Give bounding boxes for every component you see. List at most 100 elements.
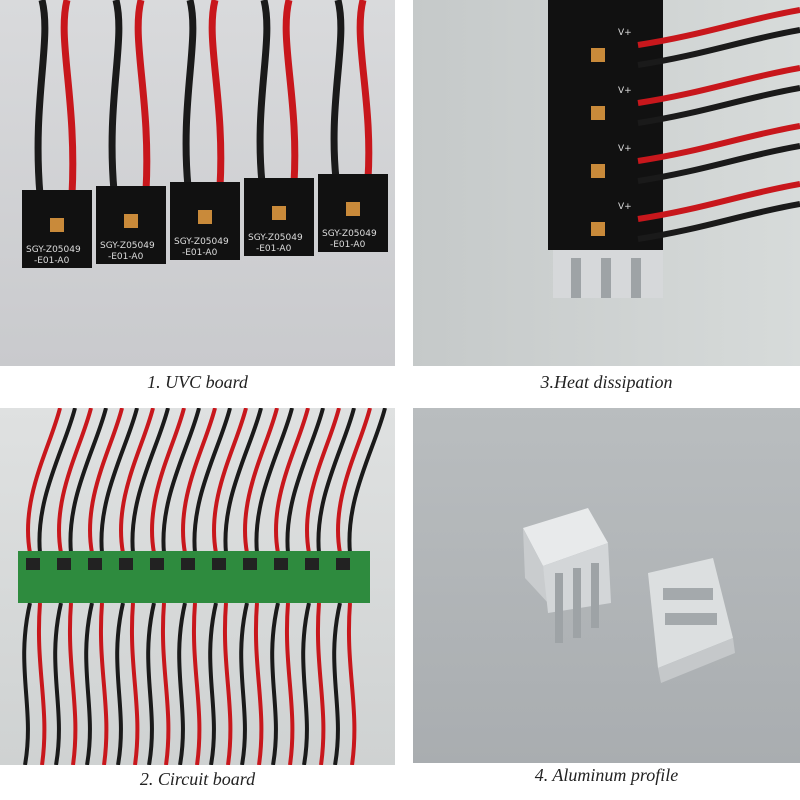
wire-black: [316, 408, 356, 554]
caption-aluminum-profile: 4. Aluminum profile: [534, 765, 679, 785]
wire-black: [347, 408, 387, 554]
wire-red: [212, 408, 248, 554]
wire-black: [239, 602, 249, 765]
wire-black: [108, 0, 123, 192]
inductor: [305, 558, 319, 570]
wire-red: [243, 408, 279, 554]
wire-black: [285, 408, 325, 554]
caption-uvc-board: 1. UVC board: [147, 372, 248, 392]
inductor: [181, 558, 195, 570]
board-label: -E01-A0: [330, 240, 366, 250]
wire-black: [330, 0, 345, 180]
photo-heat-dissipation: V+V+V+V+: [413, 0, 800, 366]
heatsink-fin: [571, 258, 581, 298]
board-label: -E01-A0: [182, 248, 218, 258]
photo-circuit-board: [0, 408, 395, 765]
wire-black: [301, 602, 311, 765]
wire-black: [177, 602, 187, 765]
wire-red: [637, 65, 800, 106]
wire-black: [332, 602, 342, 765]
wire-black: [182, 0, 197, 188]
wire-red: [336, 408, 372, 554]
polarity-label: V+: [618, 28, 632, 38]
wire-black: [34, 0, 49, 196]
wire-black: [637, 143, 800, 184]
photo-aluminum-profile: [413, 408, 800, 763]
wire-red: [88, 408, 124, 554]
wire-black: [37, 408, 77, 554]
wire-black: [256, 0, 271, 184]
inductor: [212, 558, 226, 570]
board-label: SGY-Z05049: [322, 229, 377, 239]
wire-red: [305, 408, 341, 554]
polarity-label: V+: [618, 144, 632, 154]
wire-red: [637, 123, 800, 164]
uv-led: [346, 202, 360, 216]
wire-black: [270, 602, 280, 765]
wire-black: [99, 408, 139, 554]
board-label: -E01-A0: [34, 256, 70, 266]
wire-red: [181, 408, 217, 554]
wire-black: [637, 85, 800, 126]
uv-led: [591, 164, 605, 178]
heatsink-fin: [631, 258, 641, 298]
wire-red: [356, 0, 373, 180]
uv-led: [272, 206, 286, 220]
inductor: [26, 558, 40, 570]
wire-red: [150, 408, 186, 554]
wire-black: [68, 408, 108, 554]
wire-black: [84, 602, 94, 765]
heatsink-lying: [648, 558, 735, 683]
inductor: [336, 558, 350, 570]
wire-red: [134, 0, 151, 192]
wire-red: [67, 602, 78, 765]
board-label: SGY-Z05049: [248, 233, 303, 243]
polarity-label: V+: [618, 86, 632, 96]
uv-led: [198, 210, 212, 224]
board-label: -E01-A0: [256, 244, 292, 254]
heatsink-upright: [523, 508, 611, 643]
wire-red: [98, 602, 109, 765]
wire-black: [22, 602, 32, 765]
board-label: SGY-Z05049: [26, 245, 81, 255]
inductor: [243, 558, 257, 570]
wire-red: [160, 602, 171, 765]
board-label: -E01-A0: [108, 252, 144, 262]
wire-black: [115, 602, 125, 765]
uv-led: [591, 106, 605, 120]
uv-led: [591, 48, 605, 62]
wire-red: [315, 602, 326, 765]
wire-red: [119, 408, 155, 554]
wire-black: [637, 27, 800, 68]
caption-heat-dissipation: 3.Heat dissipation: [540, 372, 673, 392]
pcb-strip: [548, 0, 663, 250]
wire-black: [161, 408, 201, 554]
wire-red: [60, 0, 77, 196]
inductor: [150, 558, 164, 570]
uv-led: [591, 222, 605, 236]
inductor: [119, 558, 133, 570]
wire-red: [637, 181, 800, 222]
heatsink-fin: [601, 258, 611, 298]
wire-black: [192, 408, 232, 554]
wire-red: [284, 602, 295, 765]
uv-led: [124, 214, 138, 228]
wire-black: [254, 408, 294, 554]
wire-red: [282, 0, 299, 184]
board-label: SGY-Z05049: [100, 241, 155, 251]
wire-red: [57, 408, 93, 554]
wire-red: [208, 0, 225, 188]
wire-red: [346, 602, 357, 765]
wire-red: [222, 602, 233, 765]
wire-black: [146, 602, 156, 765]
inductor: [57, 558, 71, 570]
inductor: [88, 558, 102, 570]
wire-red: [129, 602, 140, 765]
wire-black: [637, 201, 800, 242]
wire-red: [274, 408, 310, 554]
wire-black: [223, 408, 263, 554]
wire-black: [53, 602, 63, 765]
wire-black: [208, 602, 218, 765]
board-label: SGY-Z05049: [174, 237, 229, 247]
